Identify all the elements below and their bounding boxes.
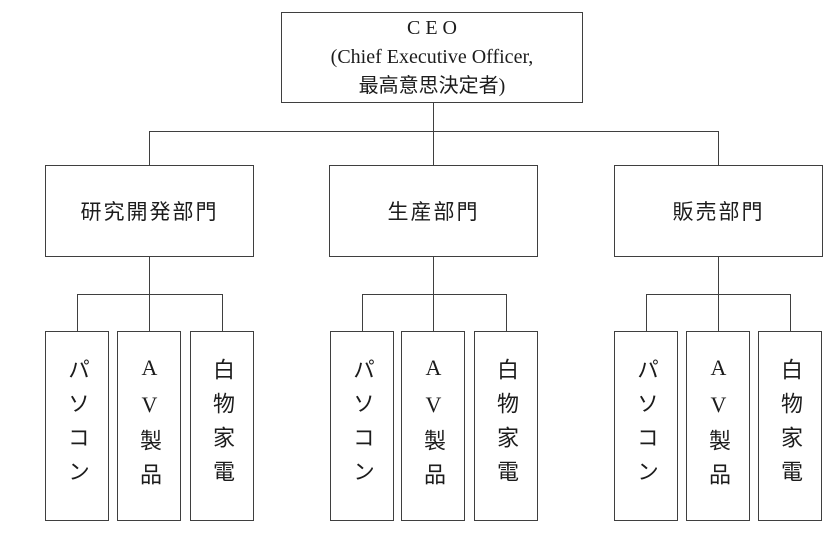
product-box-appliance: 白物家電 (474, 331, 538, 521)
product-label: パソコン (634, 358, 659, 494)
product-box-av: AV製品 (117, 331, 181, 521)
connector-line (362, 294, 363, 331)
product-label: AV製品 (421, 355, 446, 497)
department-label: 販売部門 (672, 200, 765, 224)
product-label: 白物家電 (494, 358, 519, 494)
product-box-av: AV製品 (686, 331, 750, 521)
department-label: 研究開発部門 (80, 200, 219, 224)
connector-line (362, 294, 507, 295)
connector-line (790, 294, 791, 331)
product-label: パソコン (350, 358, 375, 494)
product-box-appliance: 白物家電 (758, 331, 822, 521)
product-box-appliance: 白物家電 (190, 331, 254, 521)
product-label: 白物家電 (210, 358, 235, 494)
connector-line (149, 131, 719, 132)
product-label: 白物家電 (778, 358, 803, 494)
connector-line (77, 294, 223, 295)
connector-line (77, 294, 78, 331)
ceo-subtitle-ja: 最高意思決定者) (358, 75, 506, 97)
connector-line (646, 294, 647, 331)
product-box-pc: パソコン (330, 331, 394, 521)
connector-line (718, 131, 719, 165)
product-box-pc: パソコン (45, 331, 109, 521)
connector-line (222, 294, 223, 331)
connector-line (149, 131, 150, 165)
ceo-box: C E O (Chief Executive Officer, 最高意思決定者) (281, 12, 583, 103)
department-label: 生産部門 (387, 200, 480, 224)
department-box-rd: 研究開発部門 (45, 165, 254, 257)
connector-line (646, 294, 791, 295)
connector-line (433, 103, 434, 165)
product-label: AV製品 (137, 355, 162, 497)
department-box-production: 生産部門 (329, 165, 538, 257)
department-box-sales: 販売部門 (614, 165, 823, 257)
ceo-title: C E O (407, 17, 457, 39)
connector-line (506, 294, 507, 331)
product-label: パソコン (65, 358, 90, 494)
product-box-pc: パソコン (614, 331, 678, 521)
ceo-subtitle-en: (Chief Executive Officer, (330, 46, 534, 68)
product-box-av: AV製品 (401, 331, 465, 521)
product-label: AV製品 (706, 355, 731, 497)
